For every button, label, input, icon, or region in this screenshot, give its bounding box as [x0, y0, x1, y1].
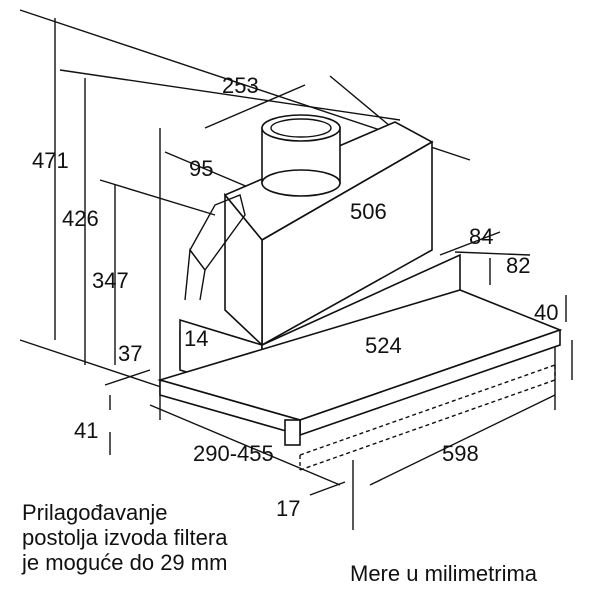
- dim-82: 82: [506, 253, 530, 278]
- dim-95: 95: [189, 156, 213, 181]
- dim-524: 524: [365, 333, 402, 358]
- dim-598: 598: [442, 441, 479, 466]
- adjustment-note: Prilagođavanje postolja izvoda filtera j…: [22, 500, 227, 575]
- dim-506: 506: [350, 199, 387, 224]
- dim-84: 84: [469, 224, 493, 249]
- adjustment-note-line: Prilagođavanje: [22, 500, 168, 525]
- dimension-labels: 253 471 95 426 506 84 82 347 40 14 37 52…: [32, 73, 558, 521]
- dim-290-455: 290-455: [193, 441, 274, 466]
- dim-14: 14: [184, 326, 208, 351]
- hood-body: [157, 114, 563, 471]
- adjustment-note-line: postolja izvoda filtera: [22, 525, 228, 550]
- dim-40: 40: [534, 300, 558, 325]
- adjustment-note-line: je moguće do 29 mm: [22, 550, 228, 575]
- dim-17: 17: [276, 496, 300, 521]
- dim-347: 347: [92, 268, 129, 293]
- units-note: Mere u milimetrima: [350, 561, 538, 586]
- dim-253: 253: [222, 73, 259, 98]
- dim-471: 471: [32, 148, 69, 173]
- dim-41: 41: [74, 418, 98, 443]
- dim-37: 37: [118, 341, 142, 366]
- dim-426: 426: [62, 206, 99, 231]
